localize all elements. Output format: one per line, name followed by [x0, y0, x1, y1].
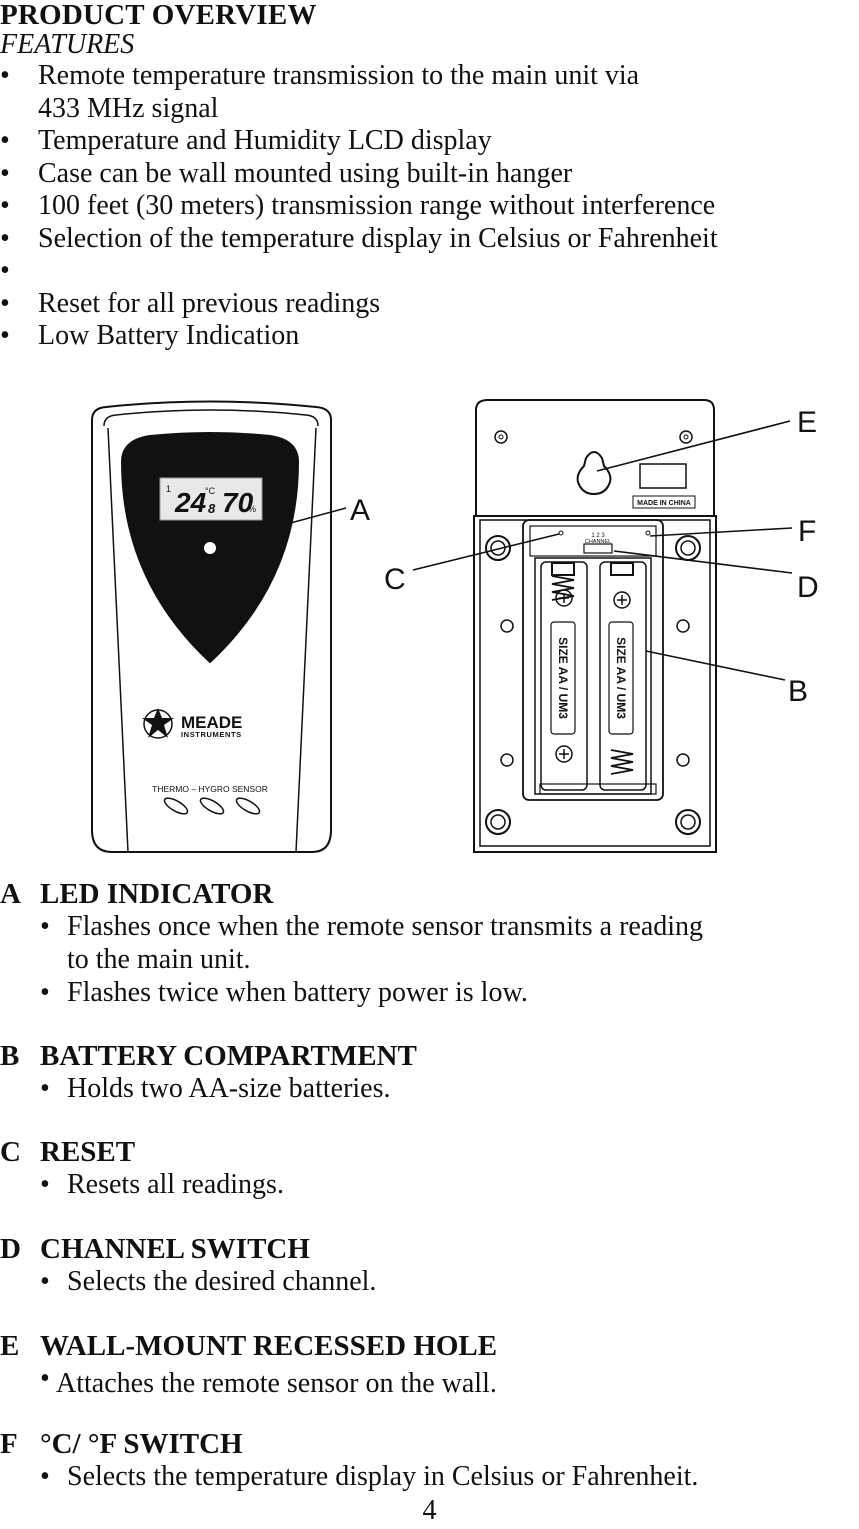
section-unit-switch: F°C/ °F SWITCH •Selects the temperature … — [0, 1428, 859, 1493]
lcd-temp-unit: °C — [205, 486, 216, 496]
brand-logo-icon — [142, 708, 174, 739]
brand-name: MEADE — [181, 713, 242, 732]
features-subheading: FEATURES — [0, 29, 135, 60]
feature-item: •Reset for all previous readings — [0, 287, 381, 319]
feature-item: •Remote temperature transmission to the … — [0, 60, 640, 124]
bullet: • — [0, 157, 10, 189]
battery-label: SIZE AA / UM3 — [614, 637, 628, 719]
lcd-humidity: 70 — [222, 487, 254, 518]
channel-label: CHANNEL — [585, 539, 611, 545]
bullet: • — [0, 287, 10, 319]
section-item: •Flashes twice when battery power is low… — [40, 977, 528, 1008]
feature-item: •Selection of the temperature display in… — [0, 222, 718, 254]
bullet: • — [40, 1073, 50, 1104]
sensor-front-view — [91, 400, 347, 853]
bullet: • — [40, 911, 50, 942]
product-diagram: 1 24 °C 8 70 % MEADE INSTRUMENTS THERMO … — [91, 399, 819, 853]
bullet: • — [0, 222, 10, 254]
page-title: PRODUCT OVERVIEW — [0, 0, 317, 31]
callout-b: B — [788, 675, 808, 708]
feature-item: •Case can be wall mounted using built-in… — [0, 157, 573, 189]
battery-plus-terminal-icon — [555, 589, 631, 763]
bullet: • — [0, 125, 10, 156]
feature-item: •Temperature and Humidity LCD display — [0, 125, 492, 156]
channel-numbers: 1 2 3 — [591, 533, 605, 539]
section-item: •Selects the temperature display in Cels… — [40, 1461, 699, 1492]
sensor-back-view — [473, 399, 717, 853]
made-in-label: MADE IN CHINA — [637, 500, 691, 507]
bullet: • — [40, 1169, 50, 1200]
feature-item: •100 feet (30 meters) transmission range… — [0, 190, 716, 221]
bullet: • — [40, 977, 50, 1008]
callout-e: E — [797, 406, 817, 439]
bullet: • — [0, 60, 10, 91]
lcd-percent: % — [248, 504, 256, 514]
bullet: • — [0, 255, 10, 286]
callout-a: A — [350, 494, 370, 527]
bullet: • — [40, 1363, 50, 1394]
bullet: • — [0, 190, 10, 221]
page-number: 4 — [422, 1495, 437, 1526]
bullet: • — [40, 1461, 50, 1492]
battery-label: SIZE AA / UM3 — [556, 637, 570, 719]
bullet: • — [40, 1266, 50, 1297]
callout-c: C — [384, 563, 406, 596]
lcd-channel: 1 — [166, 484, 171, 494]
section-item: •Resets all readings. — [40, 1169, 284, 1200]
lcd-temperature: 24 — [174, 487, 207, 518]
feature-item: • — [0, 255, 859, 288]
section-item: •Selects the desired channel. — [40, 1266, 377, 1297]
bullet: • — [0, 320, 10, 351]
callout-f: F — [798, 515, 816, 548]
callout-lines — [412, 420, 793, 681]
section-title: F°C/ °F SWITCH — [0, 1428, 243, 1460]
lcd-temp-decimal: 8 — [208, 501, 216, 516]
sensor-label: THERMO – HYGRO SENSOR — [152, 784, 268, 794]
section-item: •Flashes once when the remote sensor tra… — [40, 911, 704, 975]
wall-mount-hole-icon — [576, 451, 612, 496]
callout-d: D — [797, 571, 819, 604]
features-list: •Remote temperature transmission to the … — [0, 60, 859, 353]
section-item: •Attaches the remote sensor on the wall. — [40, 1363, 497, 1399]
feature-item: •Low Battery Indication — [0, 320, 300, 351]
brand-subtitle: INSTRUMENTS — [181, 730, 242, 739]
section-item: •Holds two AA-size batteries. — [40, 1073, 391, 1104]
